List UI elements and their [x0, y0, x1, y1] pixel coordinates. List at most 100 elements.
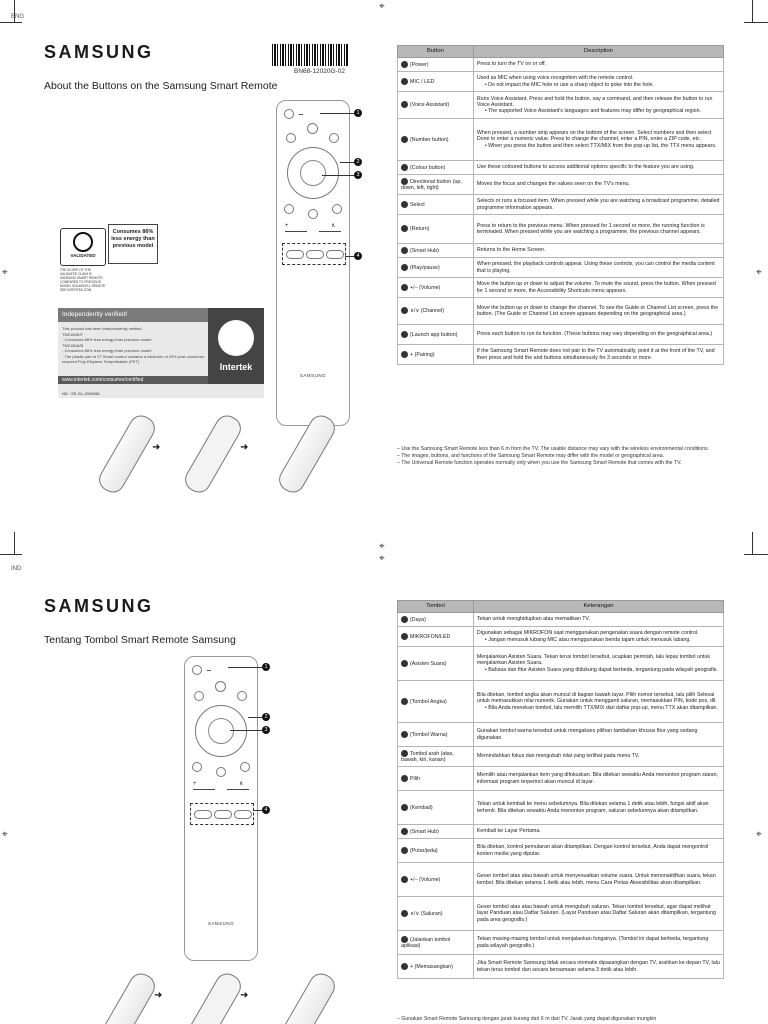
- description-cell: When pressed, a number strip appears on …: [472, 118, 725, 161]
- crop-mark: [752, 532, 753, 554]
- description-cell: Jika Smart Remote Samsung tidak secara o…: [472, 954, 725, 979]
- button-name-cell: Select: [397, 194, 474, 215]
- callout-line: [230, 730, 262, 731]
- button-name-cell: (Smart Hub): [397, 824, 474, 839]
- button-name: ∧/∨ (Saluran): [410, 910, 443, 917]
- play-pause-icon: [240, 762, 250, 772]
- description-cell: Digunakan sebagai MIKROFON saat mengguna…: [472, 626, 725, 647]
- button-table-body: (Power)Press to turn the TV on or off.MI…: [397, 57, 725, 365]
- button-name-cell: + (Memasangkan): [397, 954, 474, 979]
- remote-illustration: + ∧ SAMSUNG: [184, 656, 258, 961]
- button-name-cell: (Launch app button): [397, 324, 474, 345]
- button-name: (Return): [410, 226, 430, 233]
- table-row: (Tombol Angka)Bila ditekan, tombol angka…: [397, 680, 725, 723]
- launch-app-button: [326, 250, 344, 259]
- table-row: (Jalankan tombol aplikasi)Tekan masing-m…: [397, 930, 725, 955]
- description-text: When pressed, the playback controls appe…: [476, 261, 715, 274]
- description-cell: Tekan untuk kembali ke menu sebelumnya. …: [472, 790, 725, 825]
- crop-mark: [14, 532, 15, 554]
- table-row: (Putar/jeda)Bila ditekan, kontrol pemuta…: [397, 838, 725, 863]
- colour-button-icon: [329, 133, 339, 143]
- description-text: Runs Voice Assistant. Press and hold the…: [476, 95, 713, 108]
- smart-hub-icon: [216, 767, 226, 777]
- callout-2: 2: [354, 158, 362, 166]
- intertek-url: www.intertek.com/consumer/certified: [58, 376, 208, 384]
- power-icon: [284, 109, 294, 119]
- button-icon: [401, 101, 408, 109]
- registration-mark-icon: ⌖: [2, 267, 8, 278]
- button-name: (Voice Assistant): [410, 102, 450, 109]
- remote-samsung-logo: SAMSUNG: [207, 921, 235, 926]
- button-name: Directional button (up, down, left, righ…: [401, 178, 462, 191]
- button-icon: [401, 200, 408, 208]
- button-name: (Launch app button): [410, 331, 458, 338]
- button-icon: [401, 697, 408, 705]
- button-name: (Kembali): [410, 804, 433, 811]
- column-header-description: Description: [472, 45, 725, 58]
- button-name: (Putar/jeda): [410, 847, 438, 854]
- button-table: Button Description (Power)Press to turn …: [397, 45, 725, 365]
- language-code: ENG: [11, 14, 25, 20]
- column-header-button: Tombol: [397, 600, 474, 613]
- description-text: Digunakan sebagai MIKROFON saat mengguna…: [476, 630, 699, 637]
- arrow-right-icon: ➜: [154, 990, 163, 1001]
- volume-plus-icon: +: [193, 781, 197, 787]
- description-cell: Tekan masing-masing tombol untuk menjala…: [472, 930, 725, 955]
- crop-mark: [0, 22, 22, 23]
- launch-app-button: [286, 250, 304, 259]
- column-header-button: Button: [397, 45, 474, 58]
- intertek-body: This product has been independently veri…: [62, 326, 208, 365]
- table-row: +/− (Volume)Geser tombol atas atau bawah…: [397, 862, 725, 897]
- button-name-cell: (Voice Assistant): [397, 91, 474, 119]
- language-code: IND: [11, 566, 22, 572]
- volume-rocker: [193, 789, 215, 790]
- description-cell: Kembali ke Layar Pertama.: [472, 824, 725, 839]
- button-icon: [401, 135, 408, 143]
- description-cell: Move the button up or down to change the…: [472, 297, 725, 325]
- intertek-brand: Intertek: [219, 362, 253, 372]
- button-name: (Daya): [410, 616, 426, 623]
- button-name-cell: + (Pairing): [397, 344, 474, 365]
- notes: – Use the Samsung Smart Remote less than…: [397, 446, 727, 466]
- samsung-logo: SAMSUNG: [44, 42, 154, 62]
- button-name-cell: (Asisten Suara): [397, 646, 474, 681]
- description-text: Menjalankan Asisten Suara. Tekan terus t…: [476, 654, 710, 667]
- table-row: (Smart Hub)Returns to the Home Screen.: [397, 243, 725, 258]
- table-row: (Power)Press to turn the TV on or off.: [397, 57, 725, 72]
- intertek-line: - Consumes 86% less energy than previous…: [62, 348, 152, 353]
- description-text: Tekan untuk kembali ke menu sebelumnya. …: [476, 801, 709, 814]
- crop-mark: [744, 554, 768, 555]
- description-cell: Geser tombol atas atau bawah untuk mengu…: [472, 896, 725, 931]
- registration-mark-icon: ⌖: [2, 829, 8, 840]
- description-text: Selects or runs a focused item. When pre…: [476, 198, 720, 211]
- intertek-certificate: Independently verified! This product has…: [58, 308, 264, 398]
- remote-illustration: + ∧ SAMSUNG: [276, 100, 350, 426]
- button-name-cell: (Daya): [397, 612, 474, 627]
- description-cell: Runs Voice Assistant. Press and hold the…: [472, 91, 725, 119]
- table-row: (Colour button)Use these coloured button…: [397, 160, 725, 175]
- launch-app-button: [234, 810, 252, 819]
- table-row: (Smart Hub)Kembali ke Layar Pertama.: [397, 824, 725, 839]
- select-button: [208, 718, 234, 744]
- description-cell: Used as MIC when using voice recognition…: [472, 71, 725, 92]
- arrow-right-icon: ➜: [240, 990, 249, 1001]
- description-cell: Returns to the Home Screen.: [472, 243, 725, 258]
- callout-4: 4: [354, 252, 362, 260]
- button-icon: [401, 177, 408, 185]
- table-row: (Number button)When pressed, a number st…: [397, 118, 725, 161]
- note-item: – Use the Samsung Smart Remote less than…: [397, 446, 710, 452]
- button-name-cell: (Tombol Warna): [397, 722, 474, 747]
- crop-mark: [14, 0, 15, 22]
- return-icon: [192, 762, 202, 772]
- description-text: Use these coloured buttons to access add…: [476, 164, 695, 171]
- description-bullet: Jangan menusuk lubang MIC atau menggunak…: [477, 637, 720, 643]
- button-name: (Play/pause): [410, 264, 440, 271]
- description-cell: Press each button to run its function. (…: [472, 324, 725, 345]
- energy-claim: Consumes 86% less energy than previous m…: [108, 224, 158, 264]
- select-button: [300, 160, 326, 186]
- registration-mark-icon: ⌖: [756, 829, 762, 840]
- description-text: Used as MIC when using voice recognition…: [476, 75, 634, 82]
- button-icon: [401, 225, 408, 233]
- table-row: Directional button (up, down, left, righ…: [397, 174, 725, 195]
